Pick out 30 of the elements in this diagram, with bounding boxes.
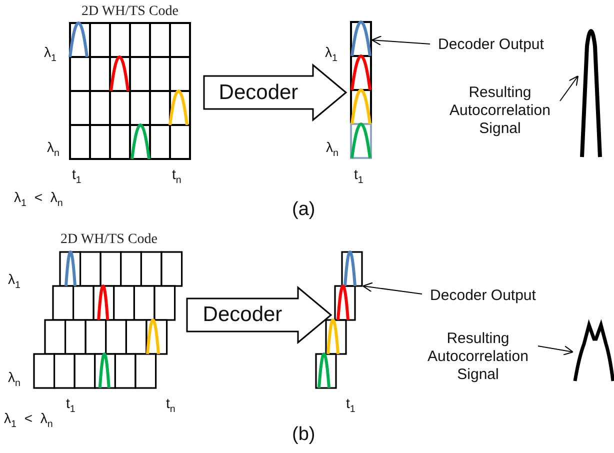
annotation-text: Decoder Output — [422, 287, 544, 305]
axis-label: t$_{n}$ — [172, 167, 182, 187]
leader-arrow — [538, 346, 574, 356]
axis-label: t$_{1}$ — [354, 167, 364, 187]
code-title: 2D WH/TS Code — [60, 232, 158, 248]
axis-label: t$_{1}$ — [66, 396, 76, 416]
block-arrow — [186, 286, 332, 344]
leader-arrow — [362, 282, 422, 294]
axis-label: (b) — [292, 425, 316, 446]
axis-label: λ$_{1}$ — [8, 272, 20, 292]
axis-label: λ$_{1}$ < λ$_{n}$ — [4, 411, 53, 431]
axis-label: t$_{1}$ — [72, 167, 82, 187]
edge-label: Decoder — [202, 303, 282, 327]
axis-label: λ$_{n}$ — [47, 140, 60, 160]
axis-label: λ$_{1}$ — [325, 45, 338, 65]
leader-arrow — [560, 75, 579, 102]
axis-label: (a) — [292, 200, 316, 221]
edge-label: Decoder — [218, 80, 298, 104]
axis-label: λ$_{1}$ — [44, 45, 56, 65]
annotation-text: Resulting Autocorrelation Signal — [418, 330, 538, 384]
axis-label: λ$_{n}$ — [8, 370, 20, 390]
block-arrow — [203, 63, 348, 122]
annotation-text: Decoder Output — [430, 36, 552, 54]
axis-label: t$_{n}$ — [166, 396, 176, 416]
axis-label: λ$_{n}$ — [326, 140, 338, 160]
code-title: 2D WH/TS Code — [80, 4, 180, 20]
axis-label: λ$_{1}$ < λ$_{n}$ — [14, 190, 63, 210]
annotation-text: Resulting Autocorrelation Signal — [440, 84, 560, 138]
axis-label: t$_{1}$ — [346, 396, 356, 416]
leader-arrow — [371, 36, 430, 46]
